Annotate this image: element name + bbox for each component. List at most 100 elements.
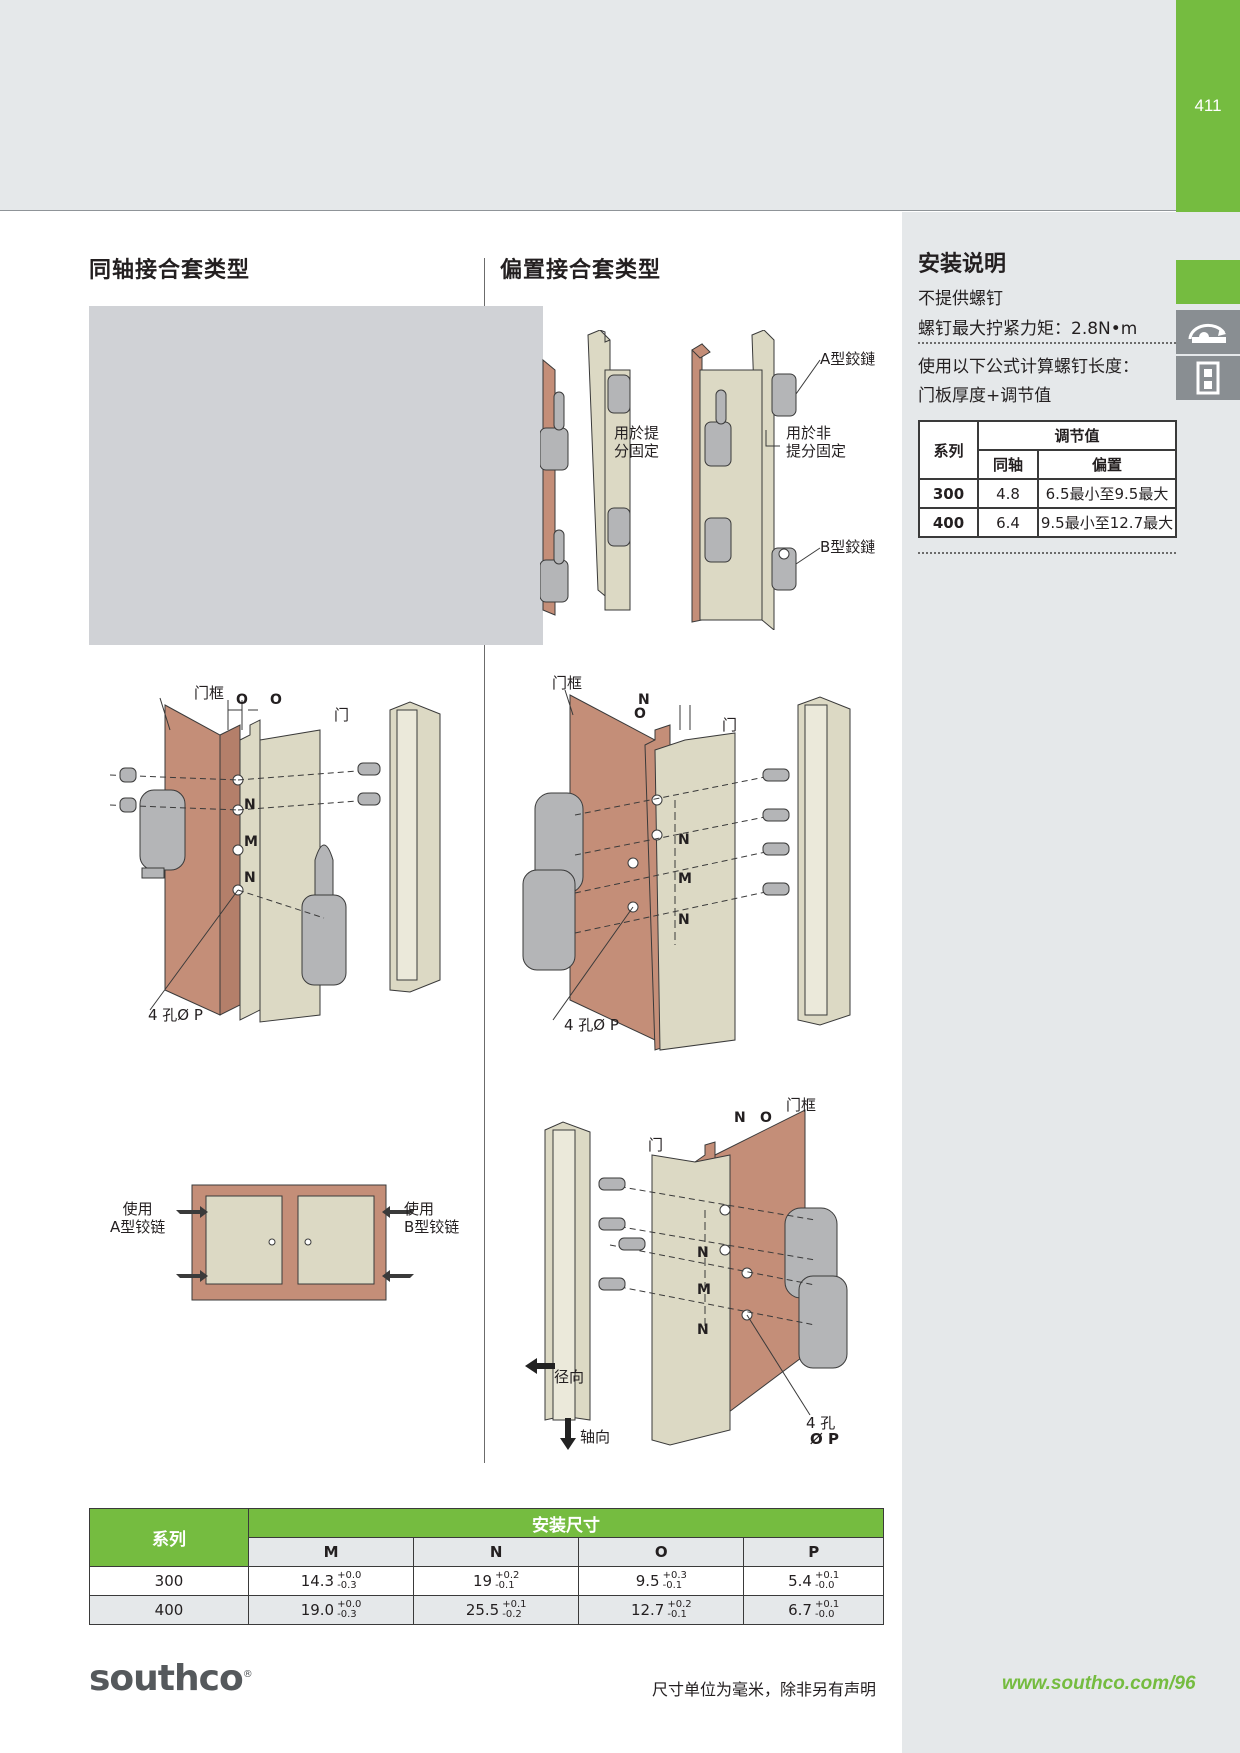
install-title: 安装说明 xyxy=(918,252,1007,277)
coax-n2-label: N xyxy=(244,870,256,886)
dims-header-series: 系列 xyxy=(89,1508,249,1567)
dims-tol-minus: -0.3 xyxy=(337,1609,357,1620)
table-row: 300 4.8 6.5最小至9.5最大 xyxy=(918,478,1177,509)
dimensions-table: 系列 安装尺寸 M N O P 300 14.3+0.0-0.3 19+0.2-… xyxy=(89,1508,884,1625)
dims-tol-plus: +0.0 xyxy=(337,1570,362,1581)
dims-tol-minus: -0.1 xyxy=(662,1580,683,1591)
dims-cell: 6.7+0.1-0.0 xyxy=(743,1595,884,1625)
table-row: 400 6.4 9.5最小至12.7最大 xyxy=(918,507,1177,538)
axial-label: 轴向 xyxy=(580,1428,611,1446)
dims-tol-minus: -0.1 xyxy=(667,1609,687,1620)
dims-tol-minus: -0.0 xyxy=(814,1580,835,1591)
install-divider-2 xyxy=(918,552,1176,554)
dims-col-o: O xyxy=(578,1537,745,1567)
dims-series: 300 xyxy=(89,1566,249,1596)
door-hinge-icon[interactable] xyxy=(1176,356,1240,400)
dims-tol-plus: +0.1 xyxy=(814,1599,840,1610)
type-a-label: A型鉸鏈 xyxy=(820,350,876,368)
dims-value: 12.7 xyxy=(630,1601,665,1619)
offset2-door-label: 门 xyxy=(648,1136,664,1154)
dims-value: 6.7 xyxy=(788,1601,812,1619)
offset-mount-diagram xyxy=(522,689,851,1051)
adjust-header-value: 调节值 xyxy=(977,420,1177,451)
cabinet-diagram xyxy=(176,1184,414,1301)
dims-tol-plus: +0.1 xyxy=(502,1599,527,1610)
column-divider xyxy=(484,258,485,1463)
offset2-n2-label: N xyxy=(697,1322,709,1338)
dims-tol-minus: -0.1 xyxy=(495,1580,515,1591)
dims-tol-minus: -0.3 xyxy=(337,1580,357,1591)
offset-hinge-photo xyxy=(540,330,821,630)
coax-o2-label: O xyxy=(270,692,282,708)
adjust-coax: 6.4 xyxy=(977,507,1039,538)
dims-cell: 19+0.2-0.1 xyxy=(413,1566,580,1596)
adjust-header-coax: 同轴 xyxy=(977,449,1039,480)
offset2-o-label: O xyxy=(760,1110,772,1126)
dims-col-p: P xyxy=(743,1537,884,1567)
install-line-4: 门板厚度+调节值 xyxy=(918,386,1052,406)
coaxial-mount-diagram xyxy=(110,697,441,1023)
dims-cell: 12.7+0.2-0.1 xyxy=(578,1595,745,1625)
rotate-hinge-icon[interactable] xyxy=(1176,310,1240,354)
dims-col-m: M xyxy=(247,1537,415,1567)
dims-value: 19 xyxy=(472,1572,493,1590)
lift-off-label: 用於提 分固定 xyxy=(614,424,660,460)
coax-o1-label: O xyxy=(236,692,248,708)
website-link[interactable]: www.southco.com/96 xyxy=(1002,1673,1196,1694)
offset-holes-label: 4 孔Ø P xyxy=(564,1016,619,1034)
dims-cell: 19.0+0.0-0.3 xyxy=(247,1595,415,1625)
dims-value: 25.5 xyxy=(465,1601,500,1619)
dims-series: 400 xyxy=(89,1595,249,1625)
dims-header-install: 安装尺寸 xyxy=(248,1508,884,1538)
dims-value: 14.3 xyxy=(300,1572,335,1590)
radial-label: 径向 xyxy=(554,1368,585,1386)
dims-tol-minus: -0.2 xyxy=(502,1609,522,1620)
page-number: 411 xyxy=(1176,0,1240,212)
install-divider-1 xyxy=(918,342,1176,344)
header-band xyxy=(0,0,1240,211)
coax-m-label: M xyxy=(244,834,258,850)
logo-text: southco xyxy=(89,1658,244,1699)
units-note: 尺寸单位为毫米，除非另有声明 xyxy=(652,1680,877,1699)
install-line-1: 不提供螺钉 xyxy=(918,289,1003,309)
cabinet-left-label: 使用 A型铰链 xyxy=(110,1200,166,1236)
offset-n1-label: N xyxy=(678,832,690,848)
coax-holes-label: 4 孔Ø P xyxy=(148,1006,203,1024)
adjust-offset: 6.5最小至9.5最大 xyxy=(1037,478,1177,509)
offset2-frame-label: 门框 xyxy=(786,1096,817,1114)
offset-o-label: O xyxy=(634,706,646,722)
southco-logo[interactable]: southco® xyxy=(89,1658,253,1699)
dims-col-n: N xyxy=(413,1537,580,1567)
offset-n2-label: N xyxy=(678,912,690,928)
dims-cell: 9.5+0.3-0.1 xyxy=(578,1566,745,1596)
adjust-table: 系列 调节值 同轴 偏置 300 4.8 6.5最小至9.5最大 400 6.4… xyxy=(918,420,1177,538)
dims-tol-plus: +0.3 xyxy=(662,1570,687,1581)
cabinet-right-label: 使用 B型铰链 xyxy=(404,1200,460,1236)
coax-frame-label: 门框 xyxy=(194,684,225,702)
offset-m-label: M xyxy=(678,871,692,887)
adjust-coax: 4.8 xyxy=(977,478,1039,509)
adjust-offset: 9.5最小至12.7最大 xyxy=(1037,507,1177,538)
type-b-label: B型鉸鏈 xyxy=(820,538,876,556)
dims-cell: 25.5+0.1-0.2 xyxy=(413,1595,580,1625)
coaxial-title: 同轴接合套类型 xyxy=(89,258,251,283)
offset-frame-label: 门框 xyxy=(552,674,583,692)
adjust-series: 400 xyxy=(918,507,979,538)
install-line-2: 螺钉最大拧紧力矩：2.8N•m xyxy=(918,319,1138,339)
coax-door-label: 门 xyxy=(334,706,350,724)
coaxial-photo xyxy=(89,306,543,645)
table-row: 400 19.0+0.0-0.3 25.5+0.1-0.2 12.7+0.2-0… xyxy=(89,1595,884,1625)
side-tab[interactable] xyxy=(1176,260,1240,304)
dims-tol-minus: -0.0 xyxy=(814,1609,835,1620)
dims-tol-plus: +0.2 xyxy=(495,1570,520,1581)
dims-cell: 14.3+0.0-0.3 xyxy=(247,1566,415,1596)
offset-door-label: 门 xyxy=(722,716,738,734)
offset2-holes-label-2: Ø P xyxy=(810,1430,839,1448)
coax-n1-label: N xyxy=(244,797,256,813)
offset-title: 偏置接合套类型 xyxy=(500,258,662,283)
offset2-holes-label-1: 4 孔 xyxy=(806,1414,836,1432)
dims-value: 5.4 xyxy=(788,1572,812,1590)
adjust-header-offset: 偏置 xyxy=(1037,449,1177,480)
offset-mount-diagram-2 xyxy=(525,1109,848,1450)
dims-value: 9.5 xyxy=(635,1572,660,1590)
